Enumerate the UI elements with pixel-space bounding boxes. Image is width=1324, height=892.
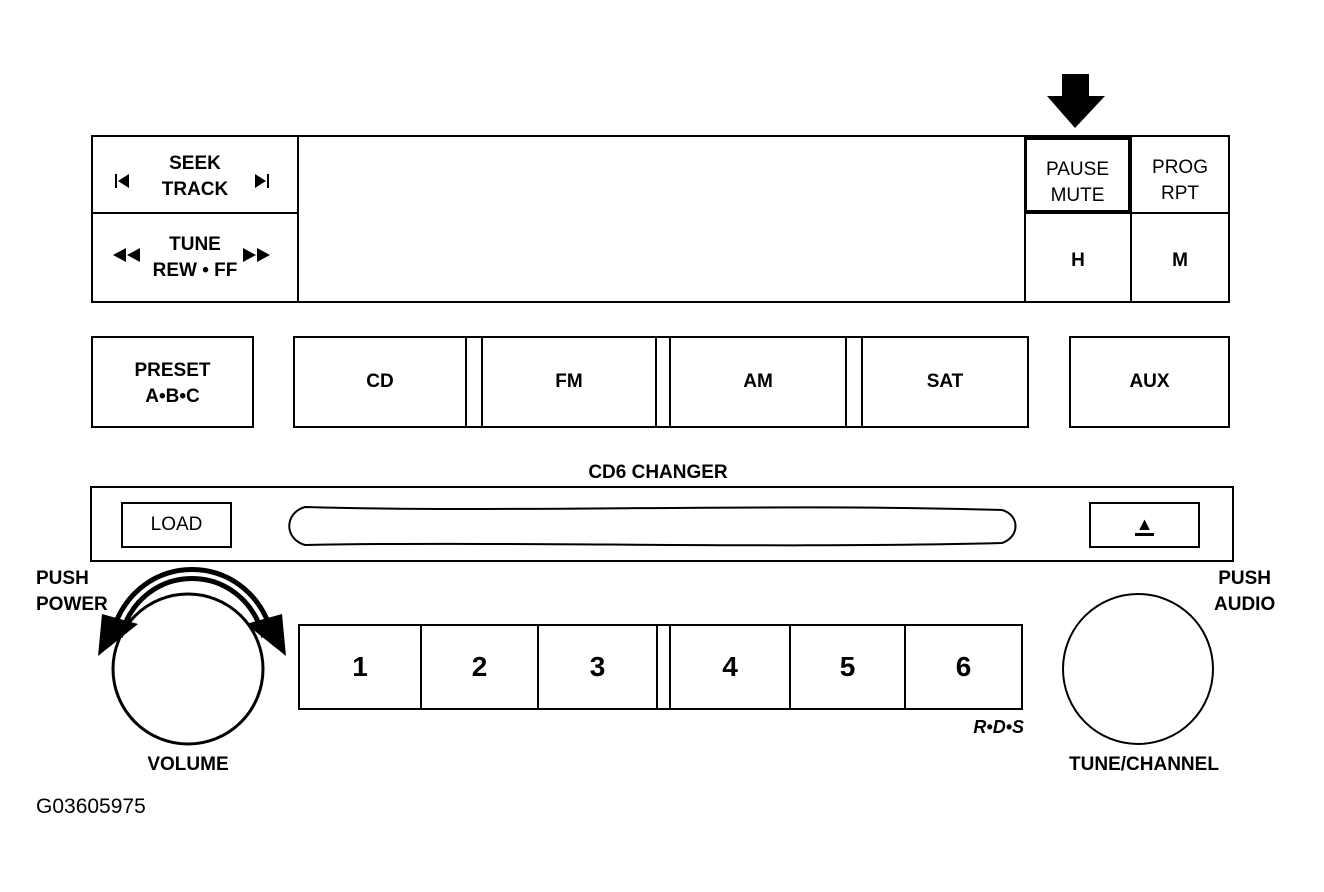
abc-label: A•B•C <box>145 386 200 407</box>
cd-slot <box>288 505 1017 547</box>
cd-button[interactable]: CD <box>293 336 467 428</box>
preset-button-4[interactable]: 4 <box>669 624 791 710</box>
preset-2-label: 2 <box>471 651 488 682</box>
display-window <box>297 135 1026 303</box>
push-power-label: PUSH POWER <box>36 566 108 618</box>
skip-forward-icon <box>255 174 269 188</box>
preset-1-label: 1 <box>352 651 368 682</box>
track-label: TRACK <box>161 179 229 200</box>
skip-back-icon <box>115 174 129 188</box>
prog-rpt-button[interactable]: PROG RPT <box>1130 135 1230 214</box>
am-button[interactable]: AM <box>669 336 847 428</box>
pause-label: PAUSE <box>1045 159 1109 180</box>
hour-button[interactable]: H <box>1024 212 1132 303</box>
am-label: AM <box>743 371 773 392</box>
load-button[interactable]: LOAD <box>121 502 232 548</box>
push-label: PUSH <box>36 568 89 589</box>
tune-channel-label: TUNE/CHANNEL <box>1069 754 1219 775</box>
minute-label: M <box>1172 250 1188 271</box>
rew-ff-label: REW • FF <box>152 260 238 281</box>
mute-label: MUTE <box>1050 185 1105 206</box>
load-label: LOAD <box>150 514 203 535</box>
aux-label: AUX <box>1129 371 1170 392</box>
audio-label: AUDIO <box>1214 594 1276 615</box>
rds-label: R•D•S <box>973 717 1024 737</box>
sat-button[interactable]: SAT <box>861 336 1029 428</box>
preset-3-label: 3 <box>589 651 606 682</box>
cd-label: CD <box>366 371 394 392</box>
rotate-arrow-icon <box>98 566 286 656</box>
down-arrow-icon <box>1047 74 1105 128</box>
hour-label: H <box>1071 250 1085 271</box>
preset-button-3[interactable]: 3 <box>537 624 658 710</box>
fast-forward-icon <box>243 248 270 262</box>
fm-button[interactable]: FM <box>481 336 657 428</box>
preset-abc-button[interactable]: PRESET A•B•C <box>91 336 254 428</box>
volume-label: VOLUME <box>147 754 229 775</box>
rewind-icon <box>113 248 140 262</box>
tune-label: TUNE <box>169 234 221 255</box>
power-label: POWER <box>36 594 108 615</box>
cd6-changer-title: CD6 CHANGER <box>588 462 728 483</box>
pause-mute-button[interactable]: PAUSE MUTE <box>1024 137 1131 213</box>
figure-id: G03605975 <box>36 795 146 818</box>
tune-button[interactable]: TUNE REW • FF <box>91 212 299 303</box>
preset-button-6[interactable]: 6 <box>904 624 1023 710</box>
volume-knob[interactable] <box>111 592 267 750</box>
preset-5-label: 5 <box>839 651 856 682</box>
preset-button-1[interactable]: 1 <box>298 624 422 710</box>
sat-label: SAT <box>926 371 964 392</box>
preset-4-label: 4 <box>722 651 738 682</box>
rpt-label: RPT <box>1161 183 1199 204</box>
seek-track-button[interactable]: SEEK TRACK <box>91 135 299 214</box>
prog-label: PROG <box>1152 157 1208 178</box>
eject-button[interactable]: ▲ <box>1089 502 1200 548</box>
push-audio-label: PUSH AUDIO <box>1214 566 1275 618</box>
tune-channel-knob[interactable] <box>1060 592 1216 748</box>
seek-label: SEEK <box>169 153 221 174</box>
minute-button[interactable]: M <box>1130 212 1230 303</box>
preset-6-label: 6 <box>955 651 972 682</box>
preset-button-5[interactable]: 5 <box>789 624 906 710</box>
preset-button-2[interactable]: 2 <box>420 624 539 710</box>
eject-icon: ▲ <box>1134 513 1155 536</box>
fm-label: FM <box>555 371 583 392</box>
aux-button[interactable]: AUX <box>1069 336 1230 428</box>
preset-label: PRESET <box>134 360 211 381</box>
push-label: PUSH <box>1218 568 1272 589</box>
